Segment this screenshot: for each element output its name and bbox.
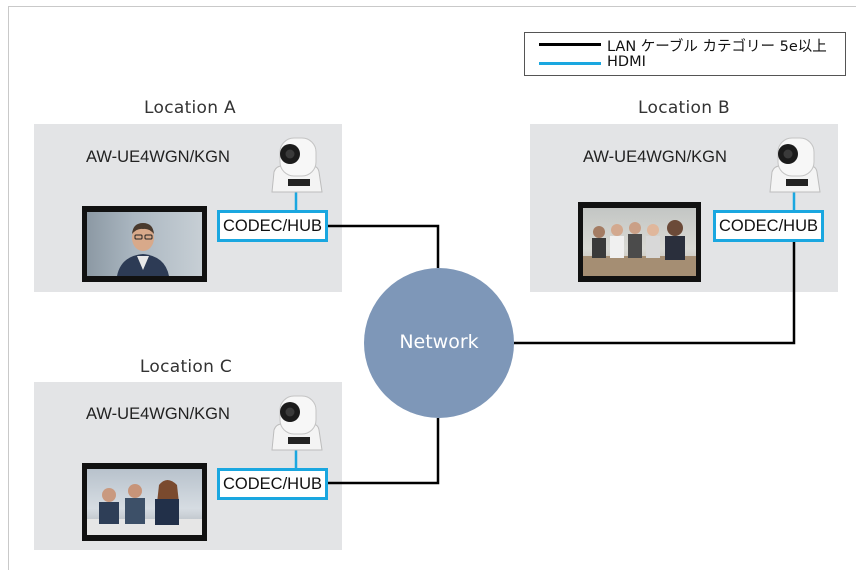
location-a-video-feed: [87, 212, 202, 276]
location-c-camera-icon: [271, 395, 323, 451]
location-b-model: AW-UE4WGN/KGN: [583, 148, 727, 166]
location-b-camera-icon: [769, 137, 821, 193]
location-c-video-feed: [87, 469, 202, 535]
network-label: Network: [399, 331, 479, 353]
lan-cable-c: [328, 418, 440, 485]
location-b-title: Location B: [638, 98, 730, 118]
frame-left-line: [8, 6, 9, 570]
location-c-monitor: [82, 463, 207, 541]
location-c-model: AW-UE4WGN/KGN: [86, 405, 230, 423]
location-c-codec-hub: CODEC/HUB: [217, 468, 328, 500]
location-c-title: Location C: [139, 357, 233, 377]
frame-top-line: [8, 6, 856, 7]
location-b-video-feed: [583, 208, 696, 276]
location-b-codec-hub: CODEC/HUB: [713, 210, 824, 242]
location-a-camera-icon: [271, 137, 323, 193]
lan-cable-b: [514, 240, 796, 345]
location-a-model: AW-UE4WGN/KGN: [86, 148, 230, 166]
location-a-monitor: [82, 206, 207, 282]
lan-cable-a: [328, 224, 440, 268]
legend: LAN ケーブル カテゴリー 5e以上 HDMI: [524, 32, 846, 76]
network-node: Network: [364, 268, 514, 418]
location-a-codec-hub: CODEC/HUB: [217, 210, 328, 242]
lan-cable-swatch: [539, 43, 601, 46]
lan-cable-label: LAN ケーブル カテゴリー 5e以上: [607, 39, 827, 55]
hdmi-label: HDMI: [607, 54, 646, 70]
location-b-monitor: [578, 202, 701, 282]
hdmi-swatch: [539, 62, 601, 65]
location-a-title: Location A: [144, 98, 236, 118]
